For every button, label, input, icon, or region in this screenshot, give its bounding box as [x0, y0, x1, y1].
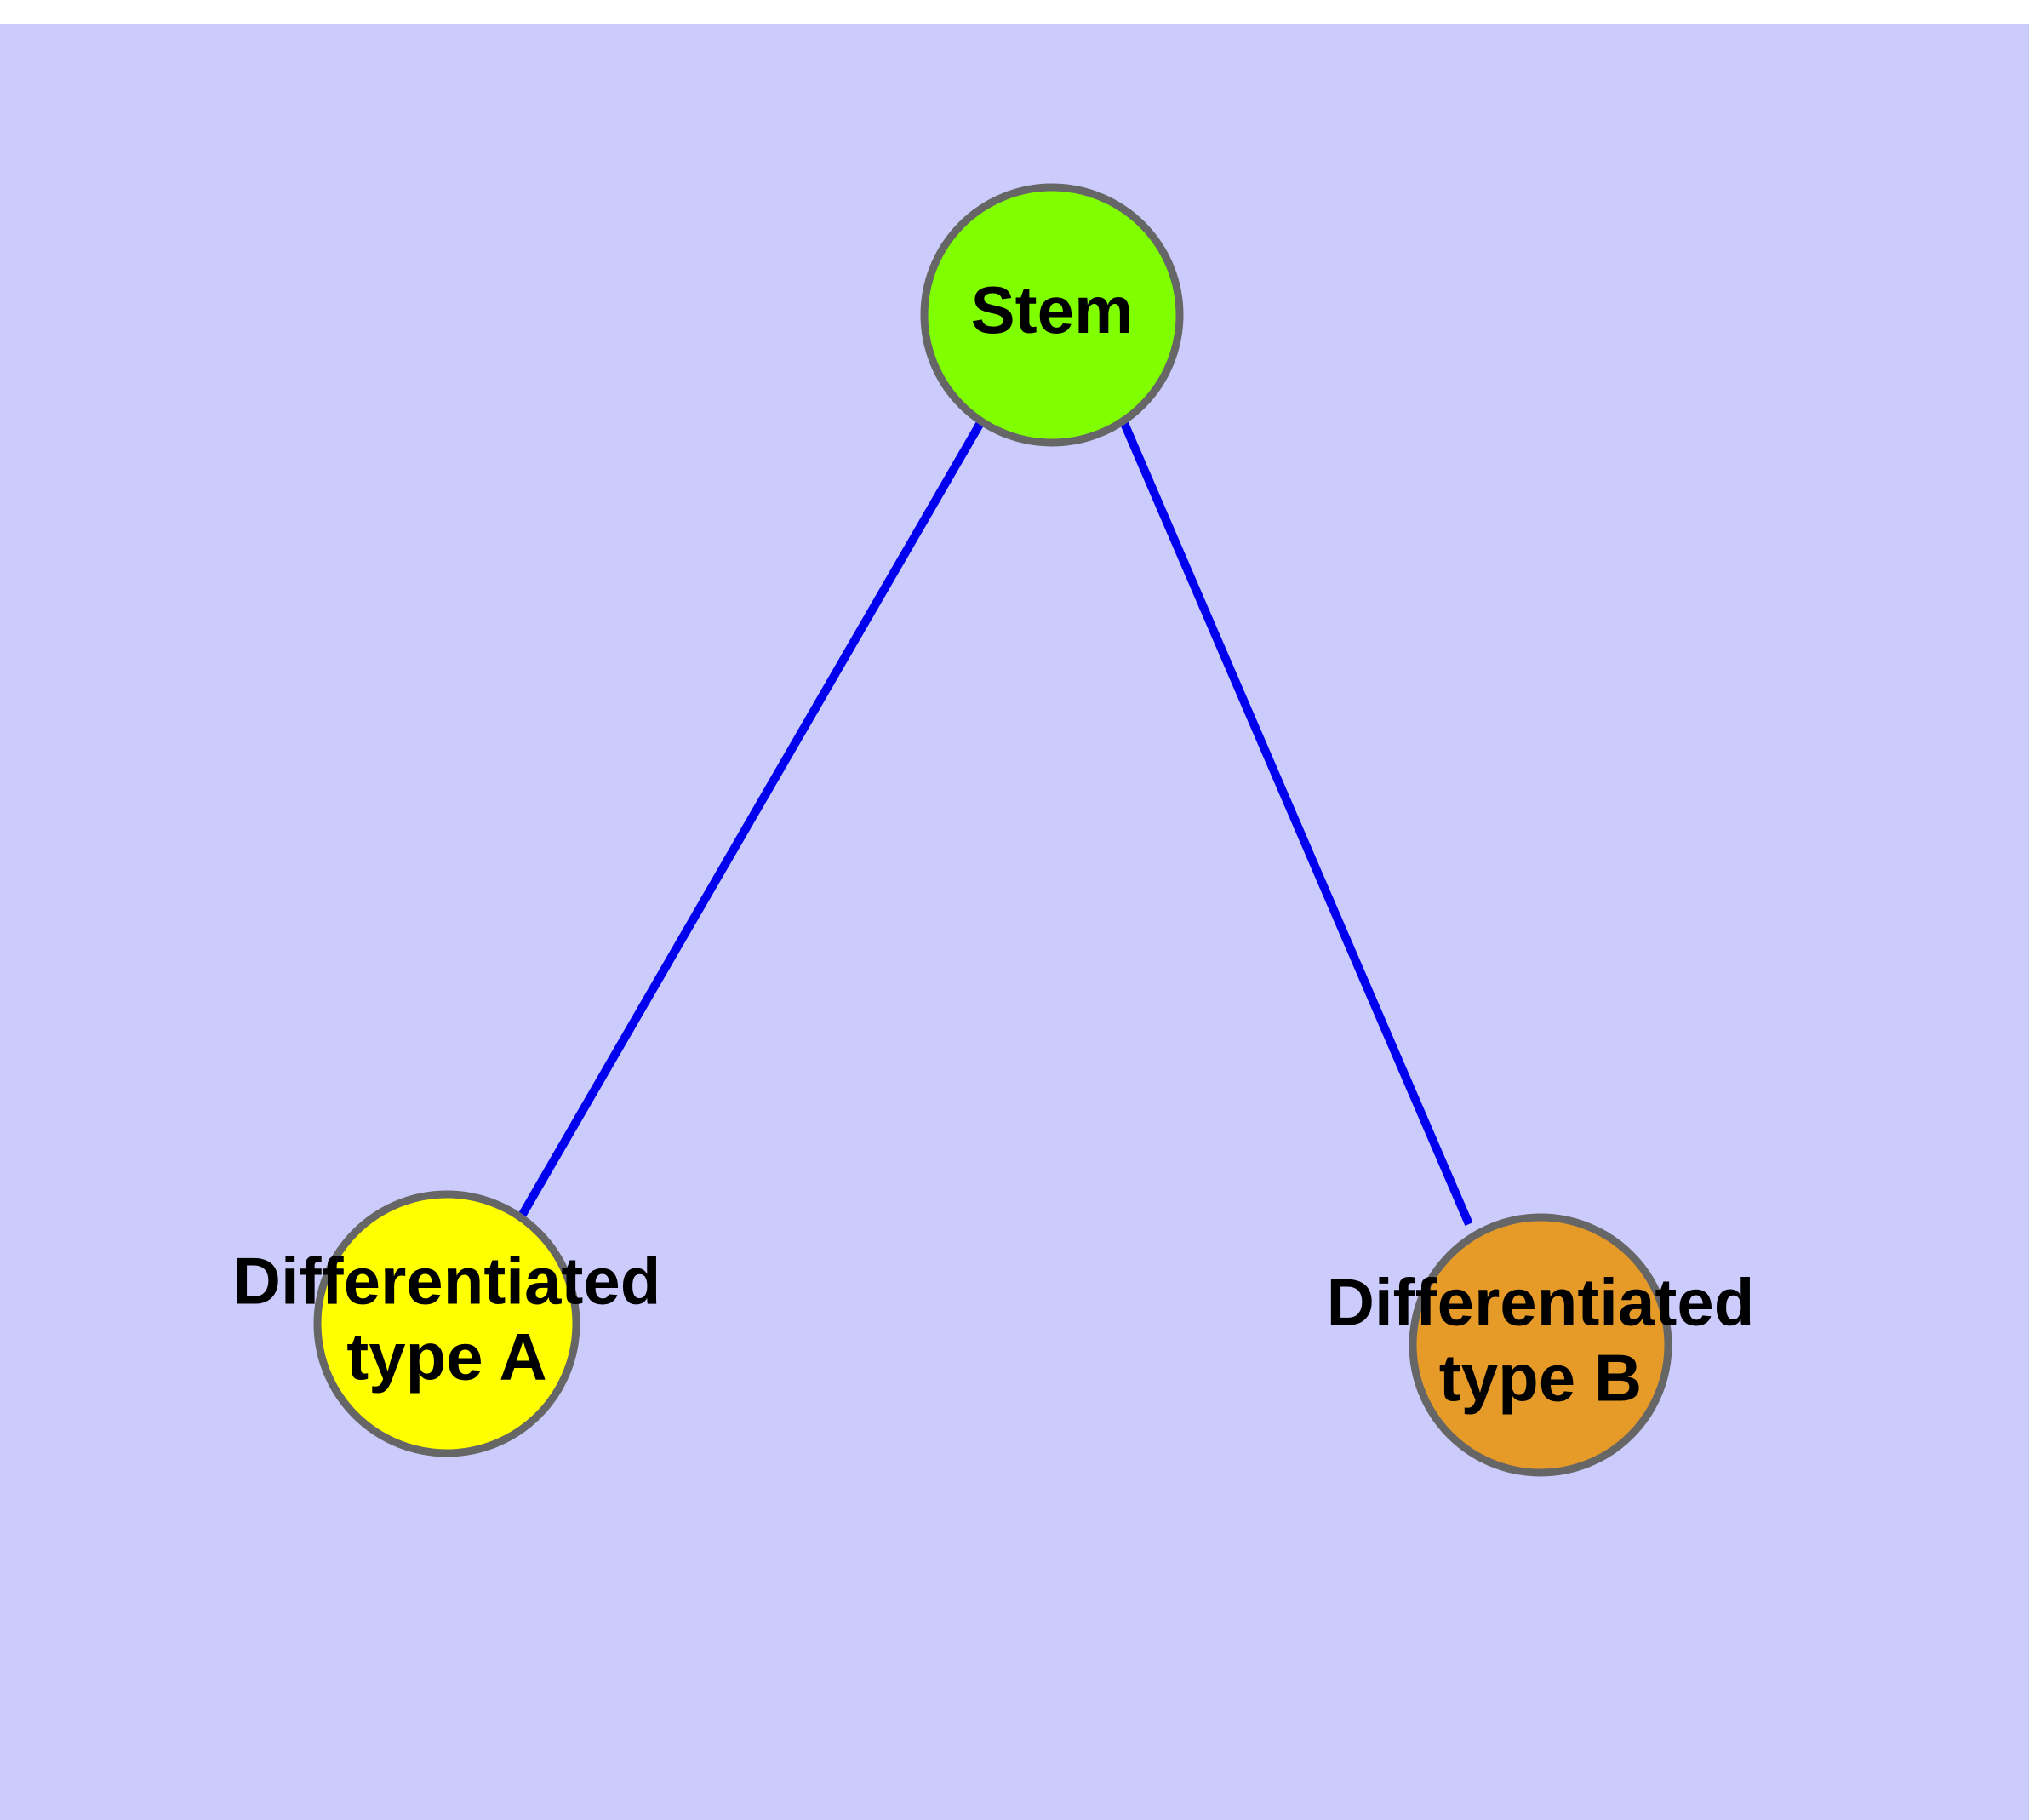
node-label-line: Differentiated	[233, 1243, 661, 1318]
graph-node-stem[interactable]	[920, 183, 1184, 447]
node-label-line: type A	[346, 1319, 547, 1394]
node-label-line: Stem	[971, 272, 1134, 347]
node-label-stem: Stem	[971, 272, 1134, 347]
edges-group	[517, 419, 1473, 1226]
graph-edge-stem-to-diff_a[interactable]	[517, 419, 986, 1220]
graph-node-diff_a[interactable]	[313, 1190, 580, 1457]
nodes-group	[313, 183, 1672, 1477]
node-label-line: Differentiated	[1327, 1264, 1755, 1339]
node-label-line: type B	[1439, 1340, 1642, 1415]
graph-node-diff_b[interactable]	[1409, 1213, 1672, 1477]
graph-edge-stem-to-diff_b[interactable]	[1119, 420, 1473, 1226]
